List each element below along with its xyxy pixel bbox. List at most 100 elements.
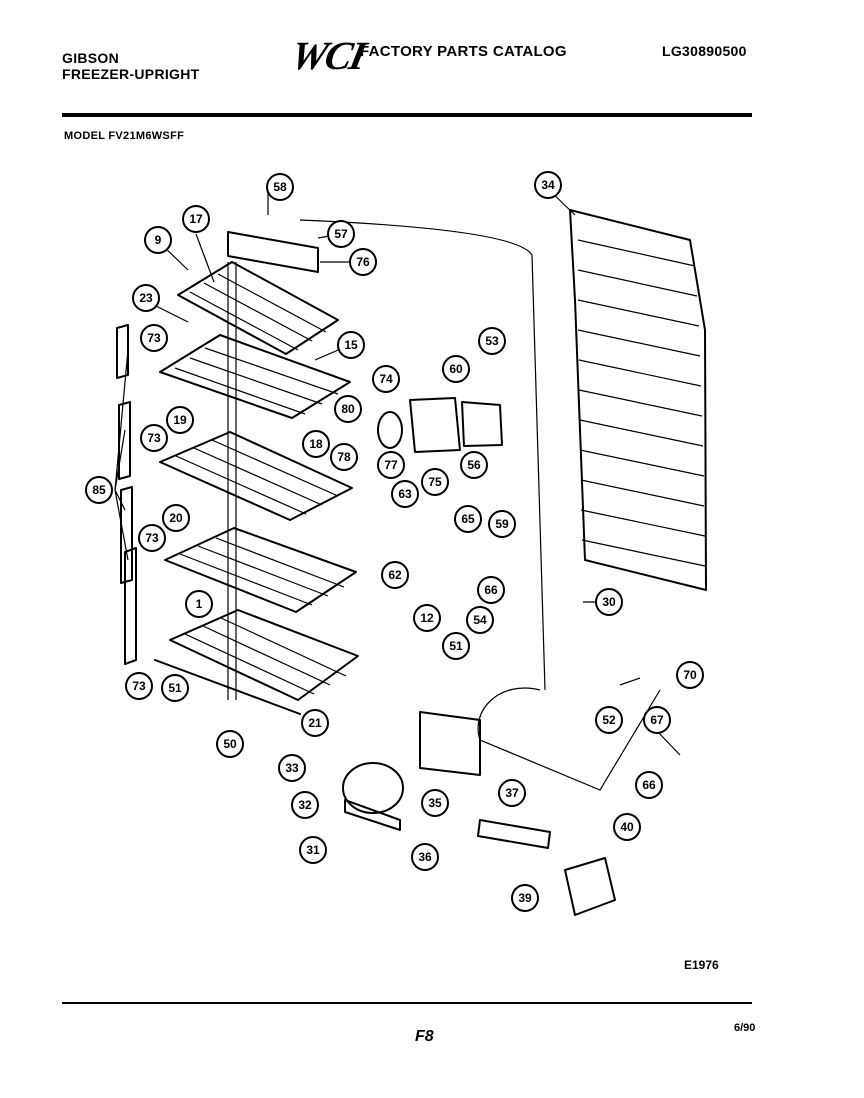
part-callout-label: 76	[356, 255, 370, 269]
part-callout-40: 40	[613, 813, 641, 841]
part-callout-58: 58	[266, 173, 294, 201]
part-callout-label: 74	[379, 372, 393, 386]
part-callout-label: 35	[428, 796, 442, 810]
brand-name: GIBSON	[62, 50, 120, 66]
part-callout-label: 58	[273, 180, 287, 194]
part-callout-label: 85	[92, 483, 106, 497]
part-callout-35: 35	[421, 789, 449, 817]
part-callout-51: 51	[442, 632, 470, 660]
part-callout-label: 65	[461, 512, 475, 526]
part-callout-label: 32	[298, 798, 312, 812]
part-callout-15: 15	[337, 331, 365, 359]
part-callout-56: 56	[460, 451, 488, 479]
part-callout-label: 52	[602, 713, 616, 727]
tubing-loop	[477, 687, 661, 791]
part-callout-73: 73	[140, 324, 168, 352]
tube	[227, 262, 237, 700]
part-callout-label: 30	[602, 595, 616, 609]
part-callout-62: 62	[381, 561, 409, 589]
header-rule	[62, 113, 752, 117]
part-callout-label: 19	[173, 413, 187, 427]
part-callout-label: 73	[145, 531, 159, 545]
part-callout-18: 18	[302, 430, 330, 458]
part-callout-60: 60	[442, 355, 470, 383]
trim-strips	[116, 324, 137, 665]
part-callout-80: 80	[334, 395, 362, 423]
part-callout-21: 21	[301, 709, 329, 737]
part-callout-label: 56	[467, 458, 481, 472]
print-date: 6/90	[734, 1022, 756, 1034]
product-line: FREEZER-UPRIGHT	[62, 66, 200, 82]
part-callout-label: 73	[147, 431, 161, 445]
part-callout-label: 66	[484, 583, 498, 597]
part-callout-73: 73	[140, 424, 168, 452]
part-callout-label: 78	[337, 450, 351, 464]
part-callout-53: 53	[478, 327, 506, 355]
part-callout-65: 65	[454, 505, 482, 533]
part-callout-label: 39	[518, 891, 532, 905]
part-callout-label: 77	[384, 458, 398, 472]
part-callout-17: 17	[182, 205, 210, 233]
part-callout-70: 70	[676, 661, 704, 689]
part-callout-76: 76	[349, 248, 377, 276]
part-callout-label: 67	[650, 713, 664, 727]
part-callout-label: 62	[388, 568, 402, 582]
part-callout-51: 51	[161, 674, 189, 702]
condenser-coil	[569, 209, 707, 591]
part-callout-label: 31	[306, 843, 320, 857]
part-callout-label: 70	[683, 668, 697, 682]
figure-code: E1976	[684, 958, 719, 972]
part-callout-label: 75	[428, 475, 442, 489]
part-callout-label: 73	[147, 331, 161, 345]
part-callout-32: 32	[291, 791, 319, 819]
part-callout-74: 74	[372, 365, 400, 393]
part-callout-19: 19	[166, 406, 194, 434]
part-callout-39: 39	[511, 884, 539, 912]
catalog-title: FACTORY PARTS CATALOG	[360, 43, 567, 60]
control-box	[564, 857, 616, 916]
part-callout-50: 50	[216, 730, 244, 758]
part-callout-label: 63	[398, 487, 412, 501]
part-callout-73: 73	[138, 524, 166, 552]
part-callout-label: 9	[155, 233, 162, 247]
compressor-chassis	[419, 711, 481, 776]
part-callout-54: 54	[466, 606, 494, 634]
part-callout-73: 73	[125, 672, 153, 700]
part-callout-52: 52	[595, 706, 623, 734]
part-callout-label: 57	[334, 227, 348, 241]
part-callout-36: 36	[411, 843, 439, 871]
wire-shelves	[154, 261, 359, 715]
part-callout-label: 33	[285, 761, 299, 775]
part-callout-label: 17	[189, 212, 203, 226]
footer-rule	[62, 1002, 752, 1004]
part-callout-31: 31	[299, 836, 327, 864]
part-callout-label: 12	[420, 611, 434, 625]
part-callout-label: 73	[132, 679, 146, 693]
part-callout-label: 51	[449, 639, 463, 653]
wire-harness	[477, 819, 551, 849]
part-callout-label: 37	[505, 786, 519, 800]
part-callout-67: 67	[643, 706, 671, 734]
part-callout-30: 30	[595, 588, 623, 616]
part-callout-label: 51	[168, 681, 182, 695]
part-callout-label: 53	[485, 334, 499, 348]
part-callout-37: 37	[498, 779, 526, 807]
part-callout-label: 34	[541, 178, 555, 192]
part-callout-label: 50	[223, 737, 237, 751]
part-callout-57: 57	[327, 220, 355, 248]
part-callout-label: 1	[196, 597, 203, 611]
part-callout-77: 77	[377, 451, 405, 479]
catalog-code: LG30890500	[662, 43, 747, 59]
compressor	[342, 762, 404, 831]
part-callout-1: 1	[185, 590, 213, 618]
part-callout-label: 15	[344, 338, 358, 352]
fan-motor-assembly	[377, 397, 503, 453]
part-callout-label: 59	[495, 517, 509, 531]
model-label: MODEL FV21M6WSFF	[64, 130, 185, 142]
part-callout-9: 9	[144, 226, 172, 254]
part-callout-66: 66	[477, 576, 505, 604]
brand-block: GIBSON FREEZER-UPRIGHT	[62, 50, 200, 82]
page-number: F8	[415, 1028, 434, 1045]
